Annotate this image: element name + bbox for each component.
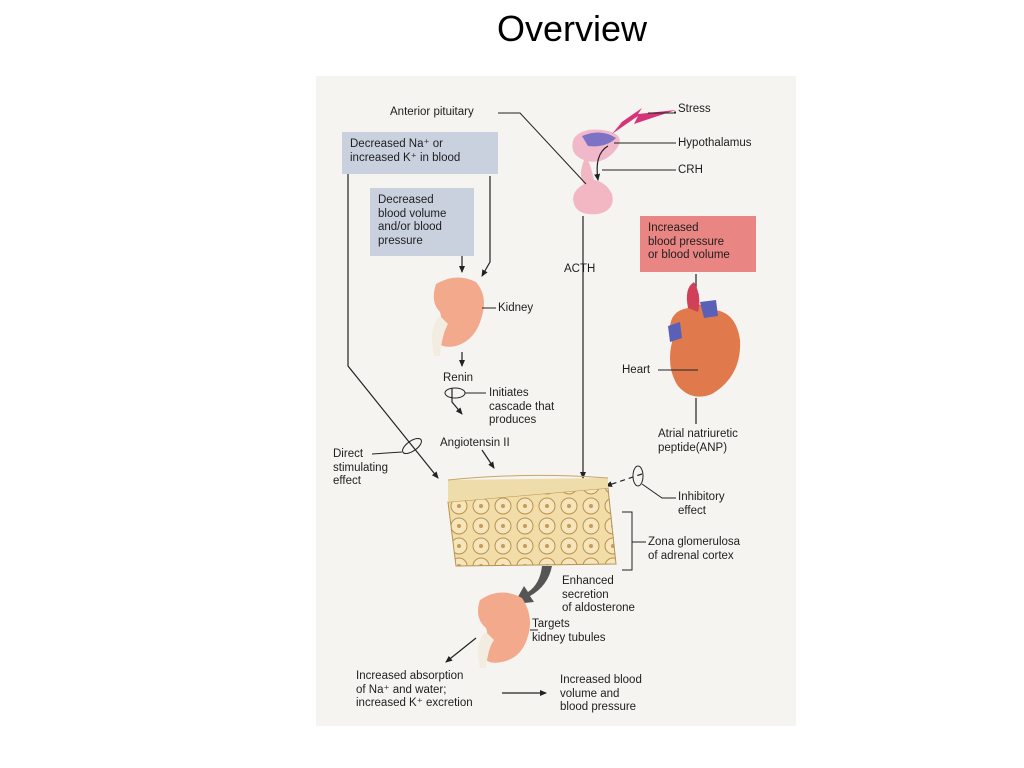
aldosterone-regulation-diagram: Decreased Na⁺ or increased K⁺ in blood D… [316,76,796,726]
target-kidney-illustration [478,592,530,668]
crh-label: CRH [678,164,703,176]
secretion-arrow-icon [514,566,552,604]
heart-label: Heart [622,364,651,376]
initiates-cascade-label: Initiates cascade that produces [489,387,555,426]
zona-glomerulosa-label: Zona glomerulosa of adrenal cortex [648,536,741,562]
heart-illustration [668,282,741,397]
renin-label: Renin [443,372,474,384]
increased-blood-volume-label: Increased blood volume and blood pressur… [560,674,642,713]
targets-kidney-tubules-label: Targets kidney tubules [532,618,606,644]
acth-label: ACTH [564,263,596,275]
inhibitory-effect-label: Inhibitory effect [678,491,725,517]
increased-absorption-label: Increased absorption of Na⁺ and water; i… [356,670,473,709]
pituitary-gland-illustration [573,160,613,215]
anterior-pituitary-label: Anterior pituitary [390,106,474,118]
slide-title: Overview [496,8,648,49]
stress-label: Stress [678,103,711,115]
enhanced-secretion-label: Enhanced secretion of aldosterone [562,575,635,614]
decreased-na-box: Decreased Na⁺ or increased K⁺ in blood [342,132,498,174]
stress-lightning-icon [612,108,676,134]
hypothalamus-illustration [572,129,620,162]
direct-stimulating-label: Direct stimulating effect [333,448,388,487]
diagram-graphics [347,108,741,696]
hypothalamus-label: Hypothalamus [678,137,752,149]
anp-label: Atrial natriuretic peptide(ANP) [658,428,738,454]
increased-blood-pressure-box: Increased blood pressure or blood volume [640,216,756,272]
adrenal-cortex-illustration [447,474,617,567]
decreased-blood-volume-box: Decreased blood volume and/or blood pres… [370,188,474,256]
kidney-illustration [432,277,484,356]
angiotensin-label: Angiotensin II [440,437,510,449]
kidney-label: Kidney [498,302,534,314]
